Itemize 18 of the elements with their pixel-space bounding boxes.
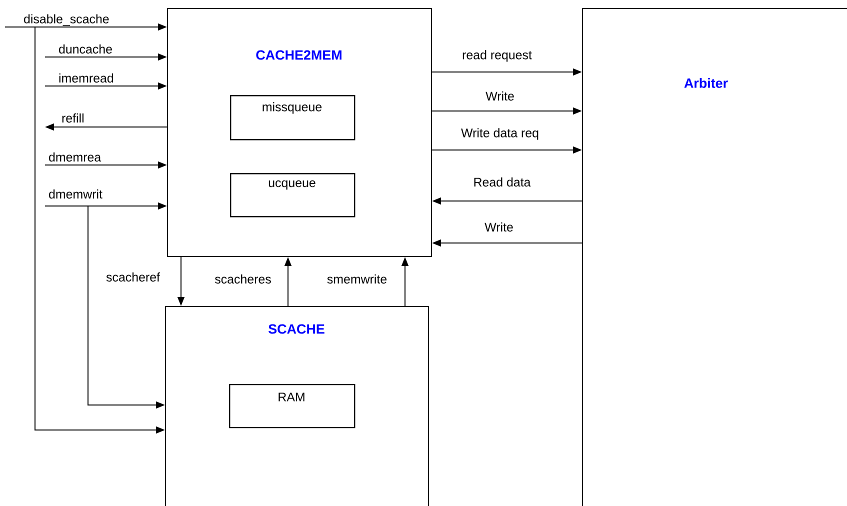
edge-label: read request: [462, 50, 532, 62]
edge-label: dmemwrit: [49, 189, 102, 199]
edge-label: duncache: [59, 44, 112, 54]
edge-label: Read data: [474, 177, 531, 187]
submodule-box: ucqueue: [230, 173, 356, 218]
edge-label: Write: [486, 91, 514, 101]
edge-label: Write data req: [461, 128, 538, 140]
edge-label: refill: [62, 113, 84, 123]
submodule-box: RAM: [229, 384, 356, 428]
module-box: Arbiter: [582, 8, 847, 506]
edge-label: dmemrea: [49, 152, 102, 162]
edge-label: scacheres: [214, 274, 271, 284]
edge-label: smemwrite: [327, 274, 387, 284]
edge-label: disable_scache: [24, 14, 109, 26]
edge-label: Write: [484, 222, 513, 232]
submodule-box: missqueue: [230, 95, 356, 140]
edge-label: scacheref: [106, 272, 160, 282]
edge-label: imemread: [59, 73, 114, 83]
